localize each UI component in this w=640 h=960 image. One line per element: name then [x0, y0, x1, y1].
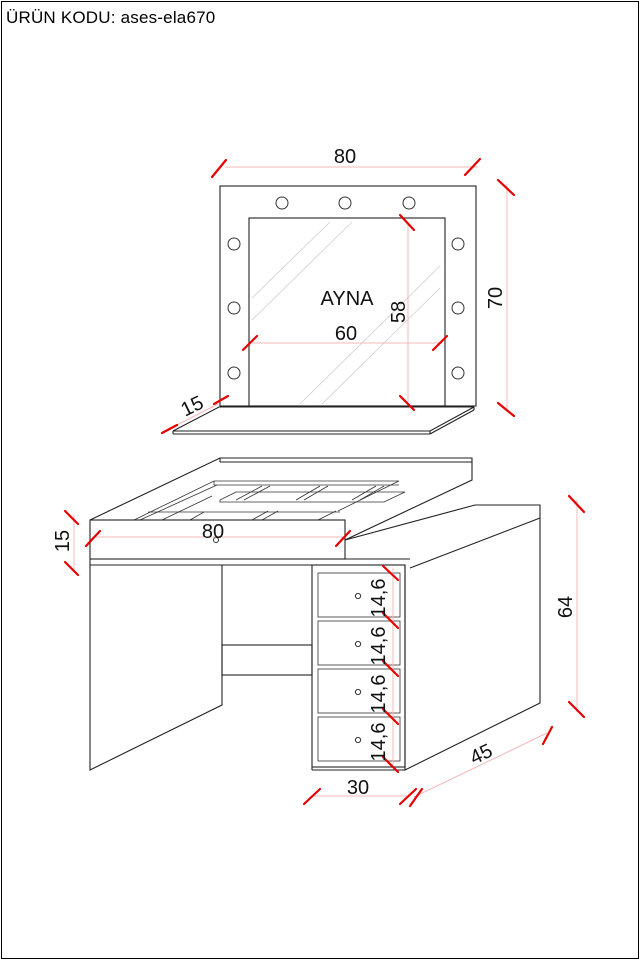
mirror: [172, 185, 477, 435]
product-code-label: ÜRÜN KODU: ases-ela670: [6, 8, 216, 27]
mirror-height-label: 70: [485, 287, 507, 309]
table-top-height-label: 15: [52, 530, 74, 552]
drawer-knob-icon: [354, 688, 362, 696]
bulb-icon: [227, 237, 241, 251]
organizer-box: [89, 457, 473, 541]
table-top-side: [344, 504, 541, 569]
table-height-label: 64: [555, 596, 577, 618]
cabinet-side-panel: [404, 518, 541, 771]
drawer-height-label: 14,6: [368, 627, 390, 666]
mirror-width-label: 80: [334, 146, 356, 168]
bulb-icon: [227, 366, 241, 380]
cabinet-width-label: 30: [347, 777, 369, 799]
table-top-width-label: 80: [202, 521, 224, 543]
drawer-knob-icon: [354, 640, 362, 648]
glass-height-label: 58: [388, 301, 410, 323]
bulb-icon: [451, 301, 465, 315]
bulb-icon: [275, 196, 289, 210]
drawers: [317, 572, 401, 762]
drawer-height-label: 14,6: [368, 675, 390, 714]
organizer-compartments: [133, 480, 406, 521]
bulb-icon: [227, 301, 241, 315]
bulb-icon: [451, 366, 465, 380]
mirror-shelf: [172, 406, 475, 432]
mirror-label: AYNA: [321, 288, 375, 310]
drawer: [317, 620, 401, 666]
bulb-icon: [451, 237, 465, 251]
drawer: [317, 716, 401, 762]
left-leg-panel: [89, 565, 223, 771]
drawer-knob-icon: [354, 736, 362, 744]
table-dimensions: 80 15 64 45 30 14,6 14,6 14,6 14,6: [52, 494, 586, 808]
glass-width-label: 60: [335, 323, 357, 345]
mirror-dimensions: 80 70 60 58 AYNA 15: [160, 146, 516, 435]
bulb-icon: [338, 196, 352, 210]
back-rail: [221, 644, 313, 676]
drawer-height-label: 14,6: [368, 723, 390, 762]
drawer-knob-icon: [354, 592, 362, 600]
shelf-depth-label: 15: [178, 392, 208, 422]
mirror-bulbs: [227, 196, 465, 380]
drawer-height-label: 14,6: [368, 579, 390, 618]
drawer: [317, 668, 401, 714]
drawer: [317, 572, 401, 618]
mirror-glass: [248, 217, 446, 407]
bulb-icon: [402, 196, 416, 210]
table-depth-label: 45: [467, 740, 497, 770]
glass-reflection: [251, 221, 441, 405]
dressing-table: [89, 457, 541, 771]
